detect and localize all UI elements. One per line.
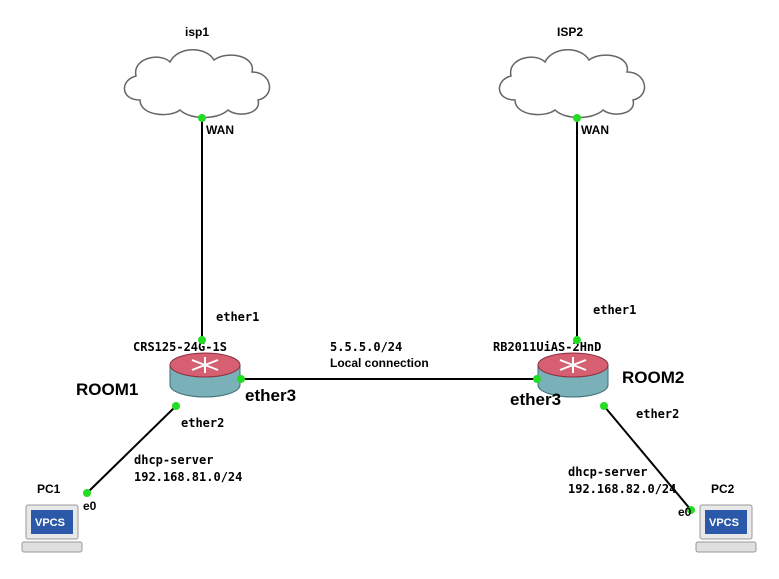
- port-dot[interactable]: [237, 375, 245, 383]
- isp1-node[interactable]: isp1: [123, 25, 271, 119]
- port-dot[interactable]: [573, 114, 581, 122]
- pc1-node[interactable]: VPCS PC1: [21, 482, 83, 553]
- pc1-screen-label: VPCS: [35, 517, 65, 529]
- room2-label: ROOM2: [622, 368, 684, 387]
- room2-ether2-label: ether2: [636, 407, 679, 421]
- room2-model: RB2011UiAS-2HnD: [493, 340, 601, 354]
- router-icon: [169, 352, 241, 398]
- room2-router[interactable]: ROOM2 RB2011UiAS-2HnD: [493, 340, 684, 398]
- pc1-label: PC1: [37, 482, 61, 496]
- room1-router[interactable]: ROOM1 CRS125-24G-1S: [76, 340, 241, 399]
- computer-icon: VPCS: [695, 504, 757, 553]
- room1-model: CRS125-24G-1S: [133, 340, 227, 354]
- dhcp1-title: dhcp-server: [134, 453, 213, 467]
- room2-ether1-label: ether1: [593, 303, 636, 317]
- isp1-label: isp1: [185, 25, 209, 39]
- port-dot[interactable]: [172, 402, 180, 410]
- room1-ether1-label: ether1: [216, 310, 259, 324]
- links: [86, 118, 692, 511]
- cloud-icon: [123, 49, 271, 119]
- port-dot[interactable]: [600, 402, 608, 410]
- computer-icon: VPCS: [21, 504, 83, 553]
- router-icon: [537, 352, 609, 398]
- room1-ether3-label: ether3: [245, 386, 296, 405]
- room2-ether3-label: ether3: [510, 390, 561, 409]
- pc2-node[interactable]: VPCS PC2: [695, 482, 757, 553]
- port-dot[interactable]: [83, 489, 91, 497]
- port-dot[interactable]: [533, 375, 541, 383]
- pc2-label: PC2: [711, 482, 735, 496]
- link-room2-pc2[interactable]: [603, 405, 692, 511]
- dhcp1-subnet: 192.168.81.0/24: [134, 470, 242, 484]
- local-link-label: Local connection: [330, 356, 429, 370]
- link-room1-pc1[interactable]: [86, 405, 177, 494]
- port-dot[interactable]: [198, 336, 206, 344]
- room1-ether2-label: ether2: [181, 416, 224, 430]
- dhcp2-title: dhcp-server: [568, 465, 647, 479]
- pc2-screen-label: VPCS: [709, 517, 739, 529]
- port-dot[interactable]: [687, 506, 695, 514]
- port-dots: [83, 114, 695, 514]
- isp1-port-label: WAN: [206, 123, 234, 137]
- local-link-subnet: 5.5.5.0/24: [330, 340, 402, 354]
- cloud-icon: [498, 49, 646, 119]
- port-dot[interactable]: [573, 336, 581, 344]
- isp2-label: ISP2: [557, 25, 583, 39]
- isp2-port-label: WAN: [581, 123, 609, 137]
- room1-label: ROOM1: [76, 380, 138, 399]
- isp2-node[interactable]: ISP2: [498, 25, 646, 119]
- dhcp2-subnet: 192.168.82.0/24: [568, 482, 676, 496]
- port-dot[interactable]: [198, 114, 206, 122]
- pc2-port-label: e0: [678, 505, 692, 519]
- pc1-port-label: e0: [83, 499, 97, 513]
